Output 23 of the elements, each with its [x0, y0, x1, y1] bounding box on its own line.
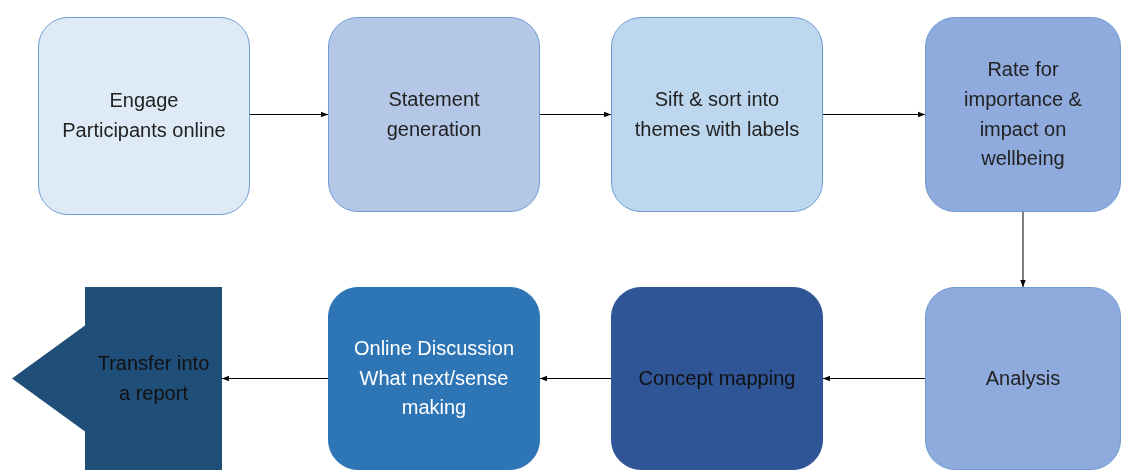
arrow [822, 111, 926, 118]
arrow [539, 375, 612, 382]
arrow [221, 375, 329, 382]
step-label: Transfer into a report [96, 350, 211, 406]
process-box [611, 287, 823, 470]
process-box [925, 287, 1121, 470]
arrow [1020, 211, 1026, 288]
arrow [539, 111, 612, 118]
step-label: Sift & sort into themes with labels [633, 86, 801, 142]
step-label: Rate for importance & impact on wellbeing [963, 57, 1083, 172]
step-label: Analysis [985, 365, 1061, 391]
step-label: Statement generation [385, 86, 483, 142]
step-label: Online Discussion What next/sense making [352, 336, 516, 421]
process-box [925, 17, 1121, 212]
process-box [611, 17, 823, 212]
arrow [822, 375, 926, 382]
step-label: Engage Participants online [61, 88, 227, 143]
process-box [38, 17, 250, 215]
process-box [328, 287, 540, 470]
process-box [328, 17, 540, 212]
step-label: Concept mapping [638, 365, 796, 391]
arrow-shape [12, 287, 222, 470]
arrow [249, 111, 329, 118]
